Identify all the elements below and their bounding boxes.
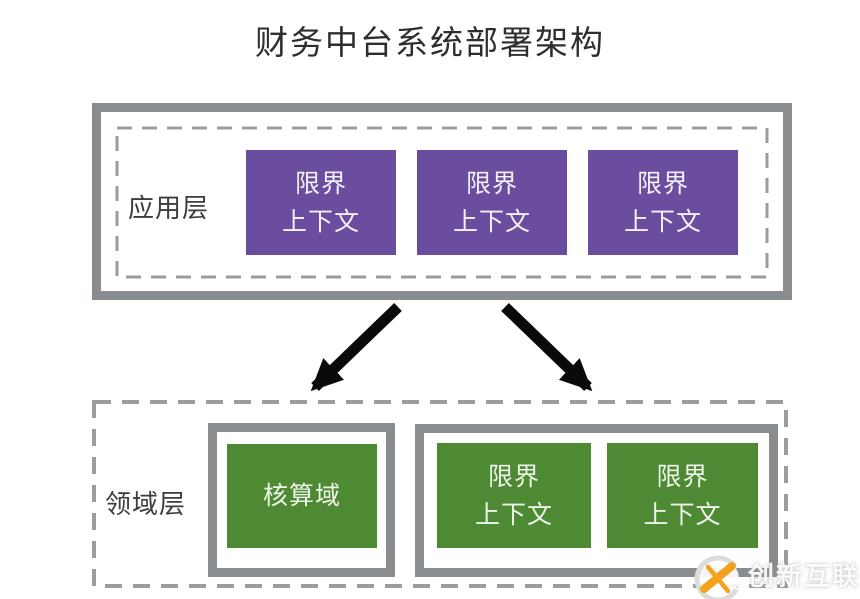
bounded-context-label: 限界 上下文 — [474, 462, 553, 529]
bounded-context-label: 限界 上下文 — [643, 462, 722, 529]
application-layer-dashed-box — [115, 126, 769, 279]
bounded-context-node: 限界 上下文 — [607, 443, 758, 548]
application-layer-label: 应用层 — [128, 193, 210, 223]
bounded-context-label: 限界 上下文 — [623, 169, 702, 236]
accounting-domain-node: 核算域 — [227, 444, 377, 548]
application-layer-frame — [92, 103, 792, 300]
bounded-context-group-frame — [415, 424, 778, 577]
bounded-context-label: 限界 上下文 — [281, 169, 360, 236]
domain-layer-dashed-box — [92, 400, 788, 588]
accounting-domain-label: 核算域 — [262, 482, 341, 510]
arrow-down-right-icon — [501, 303, 593, 392]
domain-layer-label: 领域层 — [105, 489, 187, 519]
accounting-domain-group-frame — [208, 423, 395, 577]
bounded-context-node: 限界 上下文 — [246, 150, 396, 255]
page-title: 财务中台系统部署架构 — [255, 24, 605, 61]
bounded-context-label: 限界 上下文 — [452, 169, 531, 236]
bounded-context-node: 限界 上下文 — [588, 150, 738, 255]
arrow-down-left-icon — [310, 303, 402, 392]
bounded-context-node: 限界 上下文 — [417, 150, 567, 255]
bounded-context-node: 限界 上下文 — [437, 443, 591, 548]
